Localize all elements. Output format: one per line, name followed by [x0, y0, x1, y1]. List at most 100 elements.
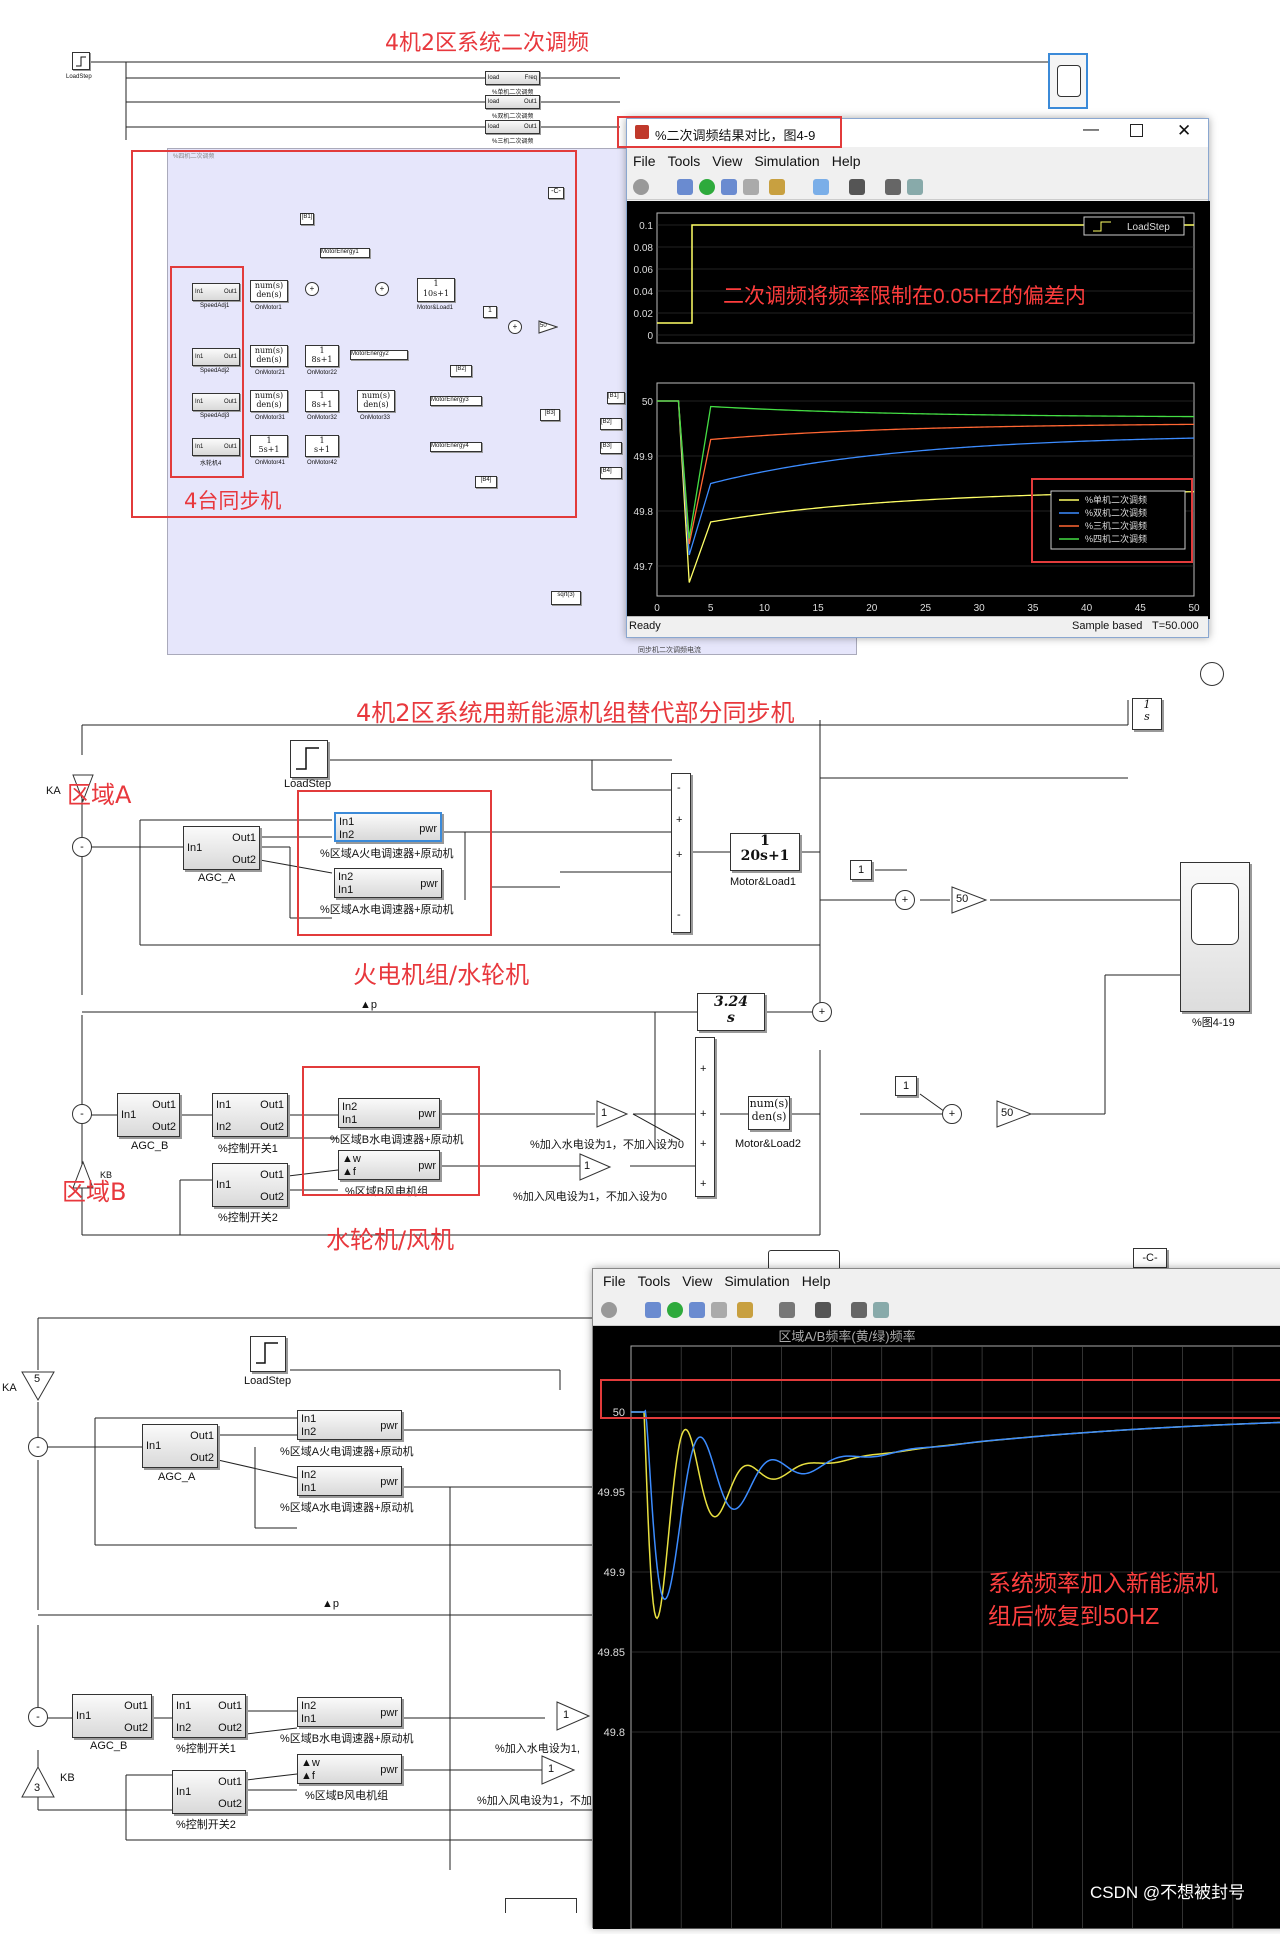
menu-tools[interactable]: Tools [667, 153, 701, 169]
gain-50-b[interactable]: 50 [995, 1099, 1033, 1129]
tf-324-block[interactable]: 3.24 s [697, 993, 765, 1031]
tf-onmotor33[interactable]: num(s) den(s) [357, 390, 395, 412]
minimize-button[interactable]: — [1083, 121, 1099, 138]
tf-onmotor1[interactable]: num(s) den(s) [250, 280, 288, 302]
sum-block-partial[interactable] [1200, 662, 1224, 686]
settings-gear-icon[interactable] [633, 179, 649, 195]
gain-hydro-3[interactable]: 1 [555, 1700, 591, 1732]
tf-onmotor42[interactable]: 1 s+1 [305, 435, 339, 457]
gain-kb-3[interactable]: 3 [20, 1765, 56, 1799]
step-back-icon[interactable] [677, 179, 693, 195]
constant-1-a[interactable]: 1 [850, 860, 872, 880]
gain-50-a[interactable]: 50 [950, 885, 988, 915]
gain-kb[interactable] [71, 1160, 95, 1190]
gain-ka[interactable] [71, 773, 95, 803]
menu-help[interactable]: Help [831, 153, 861, 169]
settings-gear-icon[interactable] [601, 1302, 617, 1318]
loadstep-block-small[interactable] [72, 52, 90, 70]
menu2-simulation[interactable]: Simulation [724, 1273, 790, 1289]
sum-block-tie[interactable]: + [812, 1002, 832, 1022]
sum-block-a2[interactable]: + [895, 890, 915, 910]
measure-icon[interactable] [851, 1302, 867, 1318]
sum-area-b-3[interactable]: - [28, 1707, 48, 1727]
constant-c-small[interactable]: -C- [548, 187, 564, 199]
gain-wind-3[interactable]: 1 [540, 1754, 576, 1786]
tag-motorenergy2[interactable]: MotorEnergy2 [350, 350, 408, 360]
loadstep-block[interactable] [290, 740, 328, 778]
cursor-icon[interactable] [779, 1302, 795, 1318]
menu2-view[interactable]: View [682, 1273, 713, 1289]
tag-motorenergy1[interactable]: MotorEnergy1 [320, 248, 370, 258]
tf-onmotor31[interactable]: num(s) den(s) [250, 390, 288, 412]
gain-1-wind[interactable]: 1 [578, 1152, 612, 1182]
tf-onmotor41[interactable]: 1 5s+1 [250, 435, 288, 457]
maximize-button[interactable] [1130, 124, 1143, 137]
zoom-icon[interactable] [813, 179, 829, 195]
stop-icon[interactable] [711, 1302, 727, 1318]
tf-onmotor32[interactable]: 1 8s+1 [305, 390, 339, 412]
constant-c-b[interactable]: -C- [1133, 1248, 1167, 1268]
goto-b1[interactable]: [B1] [300, 213, 314, 225]
sum-block-tall-b[interactable]: ++++ [695, 1037, 715, 1197]
menu-view[interactable]: View [712, 153, 743, 169]
measure-icon[interactable] [885, 179, 901, 195]
step-forward-icon[interactable] [689, 1302, 705, 1318]
from-b1[interactable]: [B1] [607, 392, 625, 404]
tf-motor-load1-small[interactable]: 1 10s+1 [417, 278, 455, 302]
sum-block-b2[interactable]: + [942, 1104, 962, 1124]
gain-50-small[interactable]: 50 [538, 320, 559, 334]
close-button[interactable]: ✕ [1177, 121, 1192, 140]
style-icon[interactable] [873, 1302, 889, 1318]
from-b2[interactable]: [B2] [600, 418, 622, 430]
sqrt-block[interactable]: sqrt(3) [551, 591, 581, 605]
menu-simulation[interactable]: Simulation [754, 153, 820, 169]
stop-icon[interactable] [743, 179, 759, 195]
sum-block-s1c[interactable]: + [508, 320, 522, 334]
gain-1-hydro[interactable]: 1 [595, 1099, 629, 1129]
goto-b3[interactable]: [B3] [540, 409, 560, 421]
sum-area-a[interactable]: - [72, 837, 92, 857]
tf-onmotor21[interactable]: num(s) den(s) [250, 345, 288, 367]
step-forward-icon[interactable] [721, 179, 737, 195]
sum-block-s1b[interactable]: + [375, 282, 389, 296]
scope-block-fig419[interactable] [1180, 862, 1250, 1012]
sum-block-tall-a[interactable]: -++- [671, 773, 691, 933]
menu2-help[interactable]: Help [801, 1273, 831, 1289]
tf-motor-load2[interactable]: num(s) den(s) [748, 1096, 790, 1130]
sum-block-s1a[interactable]: + [305, 282, 319, 296]
step-back-icon[interactable] [645, 1302, 661, 1318]
tag-motorenergy4[interactable]: MotorEnergy4 [430, 442, 482, 452]
tf-onmotor22[interactable]: 1 8s+1 [305, 345, 339, 367]
autoscale-icon[interactable] [815, 1302, 831, 1318]
sum-area-a-3[interactable]: - [28, 1437, 48, 1457]
from-b3[interactable]: [B3] [600, 442, 622, 454]
run-icon[interactable] [667, 1302, 683, 1318]
tf-20s-block[interactable]: 1 20s+1 [730, 833, 800, 871]
menu-file[interactable]: File [633, 153, 656, 169]
integrator-block[interactable]: 1 s [1132, 698, 1162, 730]
style-icon[interactable] [907, 179, 923, 195]
menu2-tools[interactable]: Tools [637, 1273, 671, 1289]
menu2-file[interactable]: File [603, 1273, 626, 1289]
